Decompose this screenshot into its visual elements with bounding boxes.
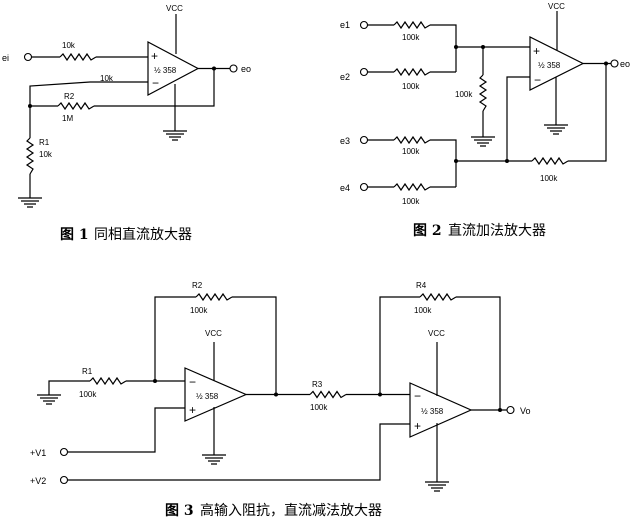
input-terminal-v2 <box>59 475 69 485</box>
opamp-fig1 <box>147 41 200 96</box>
caption-fig2: 图 2 直流加法放大器 <box>413 222 546 239</box>
resistor-e2 <box>393 68 431 76</box>
vcc-2-label: VCC <box>428 329 445 338</box>
caption-fig1-number: 图 1 <box>60 227 89 243</box>
output-label-eo: eo <box>620 59 630 69</box>
r3-value: 100k <box>310 403 328 412</box>
output-terminal-eo <box>610 59 619 68</box>
input-label-e4: e4 <box>340 183 350 193</box>
resistor-r3 <box>309 390 347 399</box>
vcc-label: VCC <box>548 2 565 11</box>
r1-value: 10k <box>39 150 53 159</box>
input-label-ei: ei <box>2 53 9 63</box>
input-label-e2: e2 <box>340 72 350 82</box>
input-terminal-e4 <box>359 182 369 192</box>
resistor-e3-value: 100k <box>402 147 420 156</box>
ground-icon <box>17 197 43 208</box>
r2-name: R2 <box>192 281 203 290</box>
resistor-r4 <box>419 293 457 301</box>
opamp-label: ½ 358 <box>538 61 561 70</box>
ground-icon <box>470 136 496 147</box>
ground-icon <box>36 394 62 405</box>
r3-name: R3 <box>312 380 323 389</box>
opamp-minus-sign: − <box>152 76 159 90</box>
resistor-shunt-value: 100k <box>455 90 473 99</box>
opamp-plus-sign: + <box>533 44 540 58</box>
resistor-e1-value: 100k <box>402 33 420 42</box>
resistor-feedback <box>531 157 569 165</box>
opamp-1-label: ½ 358 <box>196 392 219 401</box>
opamp-plus-sign: + <box>189 403 196 417</box>
output-label-eo: eo <box>241 64 251 74</box>
opamp-1-fig3 <box>184 367 248 422</box>
r4-value: 100k <box>414 306 432 315</box>
vcc-1-label: VCC <box>205 329 222 338</box>
r1-value: 100k <box>79 390 97 399</box>
resistor-r1 <box>89 377 127 385</box>
input-terminal-e1 <box>359 20 369 30</box>
opamp-plus-sign: + <box>151 49 158 63</box>
output-terminal-vo <box>506 405 515 415</box>
opamp-fig2 <box>529 36 585 91</box>
output-label-vo: Vo <box>520 406 531 416</box>
resistor-r1 <box>26 137 34 175</box>
resistor-e4 <box>393 183 431 191</box>
input-terminal-e2 <box>359 67 369 77</box>
input-terminal-e3 <box>359 135 369 145</box>
ground-icon <box>162 130 188 141</box>
resistor-e1 <box>393 21 431 29</box>
r2-value: 1M <box>62 114 73 123</box>
opamp-plus-sign: + <box>414 419 421 433</box>
caption-fig3: 图 3 高输入阻抗，直流减法放大器 <box>165 502 382 519</box>
caption-fig3-title: 高输入阻抗，直流减法放大器 <box>200 502 382 519</box>
opamp-2-label: ½ 358 <box>421 407 444 416</box>
input-terminal-v1 <box>59 447 69 457</box>
r2-name: R2 <box>64 92 75 101</box>
figure-3: − + ½ 358 VCC R1 100k R2 100k +V1 R3 10 <box>30 281 531 492</box>
figure-2: + − ½ 358 VCC e1 100k e2 100k 100k <box>340 2 630 206</box>
resistor-r2 <box>195 293 233 301</box>
resistor-r2 <box>57 102 95 110</box>
output-terminal-eo <box>229 64 238 73</box>
opamp-2-fig3 <box>409 382 473 438</box>
input-label-e3: e3 <box>340 136 350 146</box>
resistor-e3 <box>393 136 431 144</box>
vcc-label: VCC <box>166 4 183 13</box>
opamp-minus-sign: − <box>414 389 421 403</box>
input-terminal-ei <box>23 52 33 62</box>
input-label-e1: e1 <box>340 20 350 30</box>
resistor-input-value: 10k <box>62 41 76 50</box>
r1-name: R1 <box>39 138 50 147</box>
r2-value: 100k <box>190 306 208 315</box>
ground-icon <box>543 124 569 135</box>
opamp-minus-sign: − <box>189 375 196 389</box>
ground-icon <box>424 481 450 492</box>
caption-fig1-title: 同相直流放大器 <box>94 226 192 243</box>
caption-fig3-number: 图 3 <box>165 503 194 519</box>
ground-icon <box>201 454 227 465</box>
caption-fig1: 图 1 同相直流放大器 <box>60 226 192 243</box>
r4-name: R4 <box>416 281 427 290</box>
caption-fig2-title: 直流加法放大器 <box>448 222 546 239</box>
resistor-feedback-value: 100k <box>540 174 558 183</box>
figure-1: + − ½ 358 VCC ei 10k eo 10k R2 1M <box>2 4 251 208</box>
input-label-v1: +V1 <box>30 448 46 458</box>
resistor-e4-value: 100k <box>402 197 420 206</box>
feedback-value: 10k <box>100 74 114 83</box>
resistor-shunt <box>479 74 487 112</box>
opamp-label: ½ 358 <box>154 66 177 75</box>
resistor-input <box>59 53 97 61</box>
opamp-minus-sign: − <box>534 73 541 87</box>
caption-fig2-number: 图 2 <box>413 223 442 239</box>
input-label-v2: +V2 <box>30 476 46 486</box>
r1-name: R1 <box>82 367 93 376</box>
resistor-e2-value: 100k <box>402 82 420 91</box>
